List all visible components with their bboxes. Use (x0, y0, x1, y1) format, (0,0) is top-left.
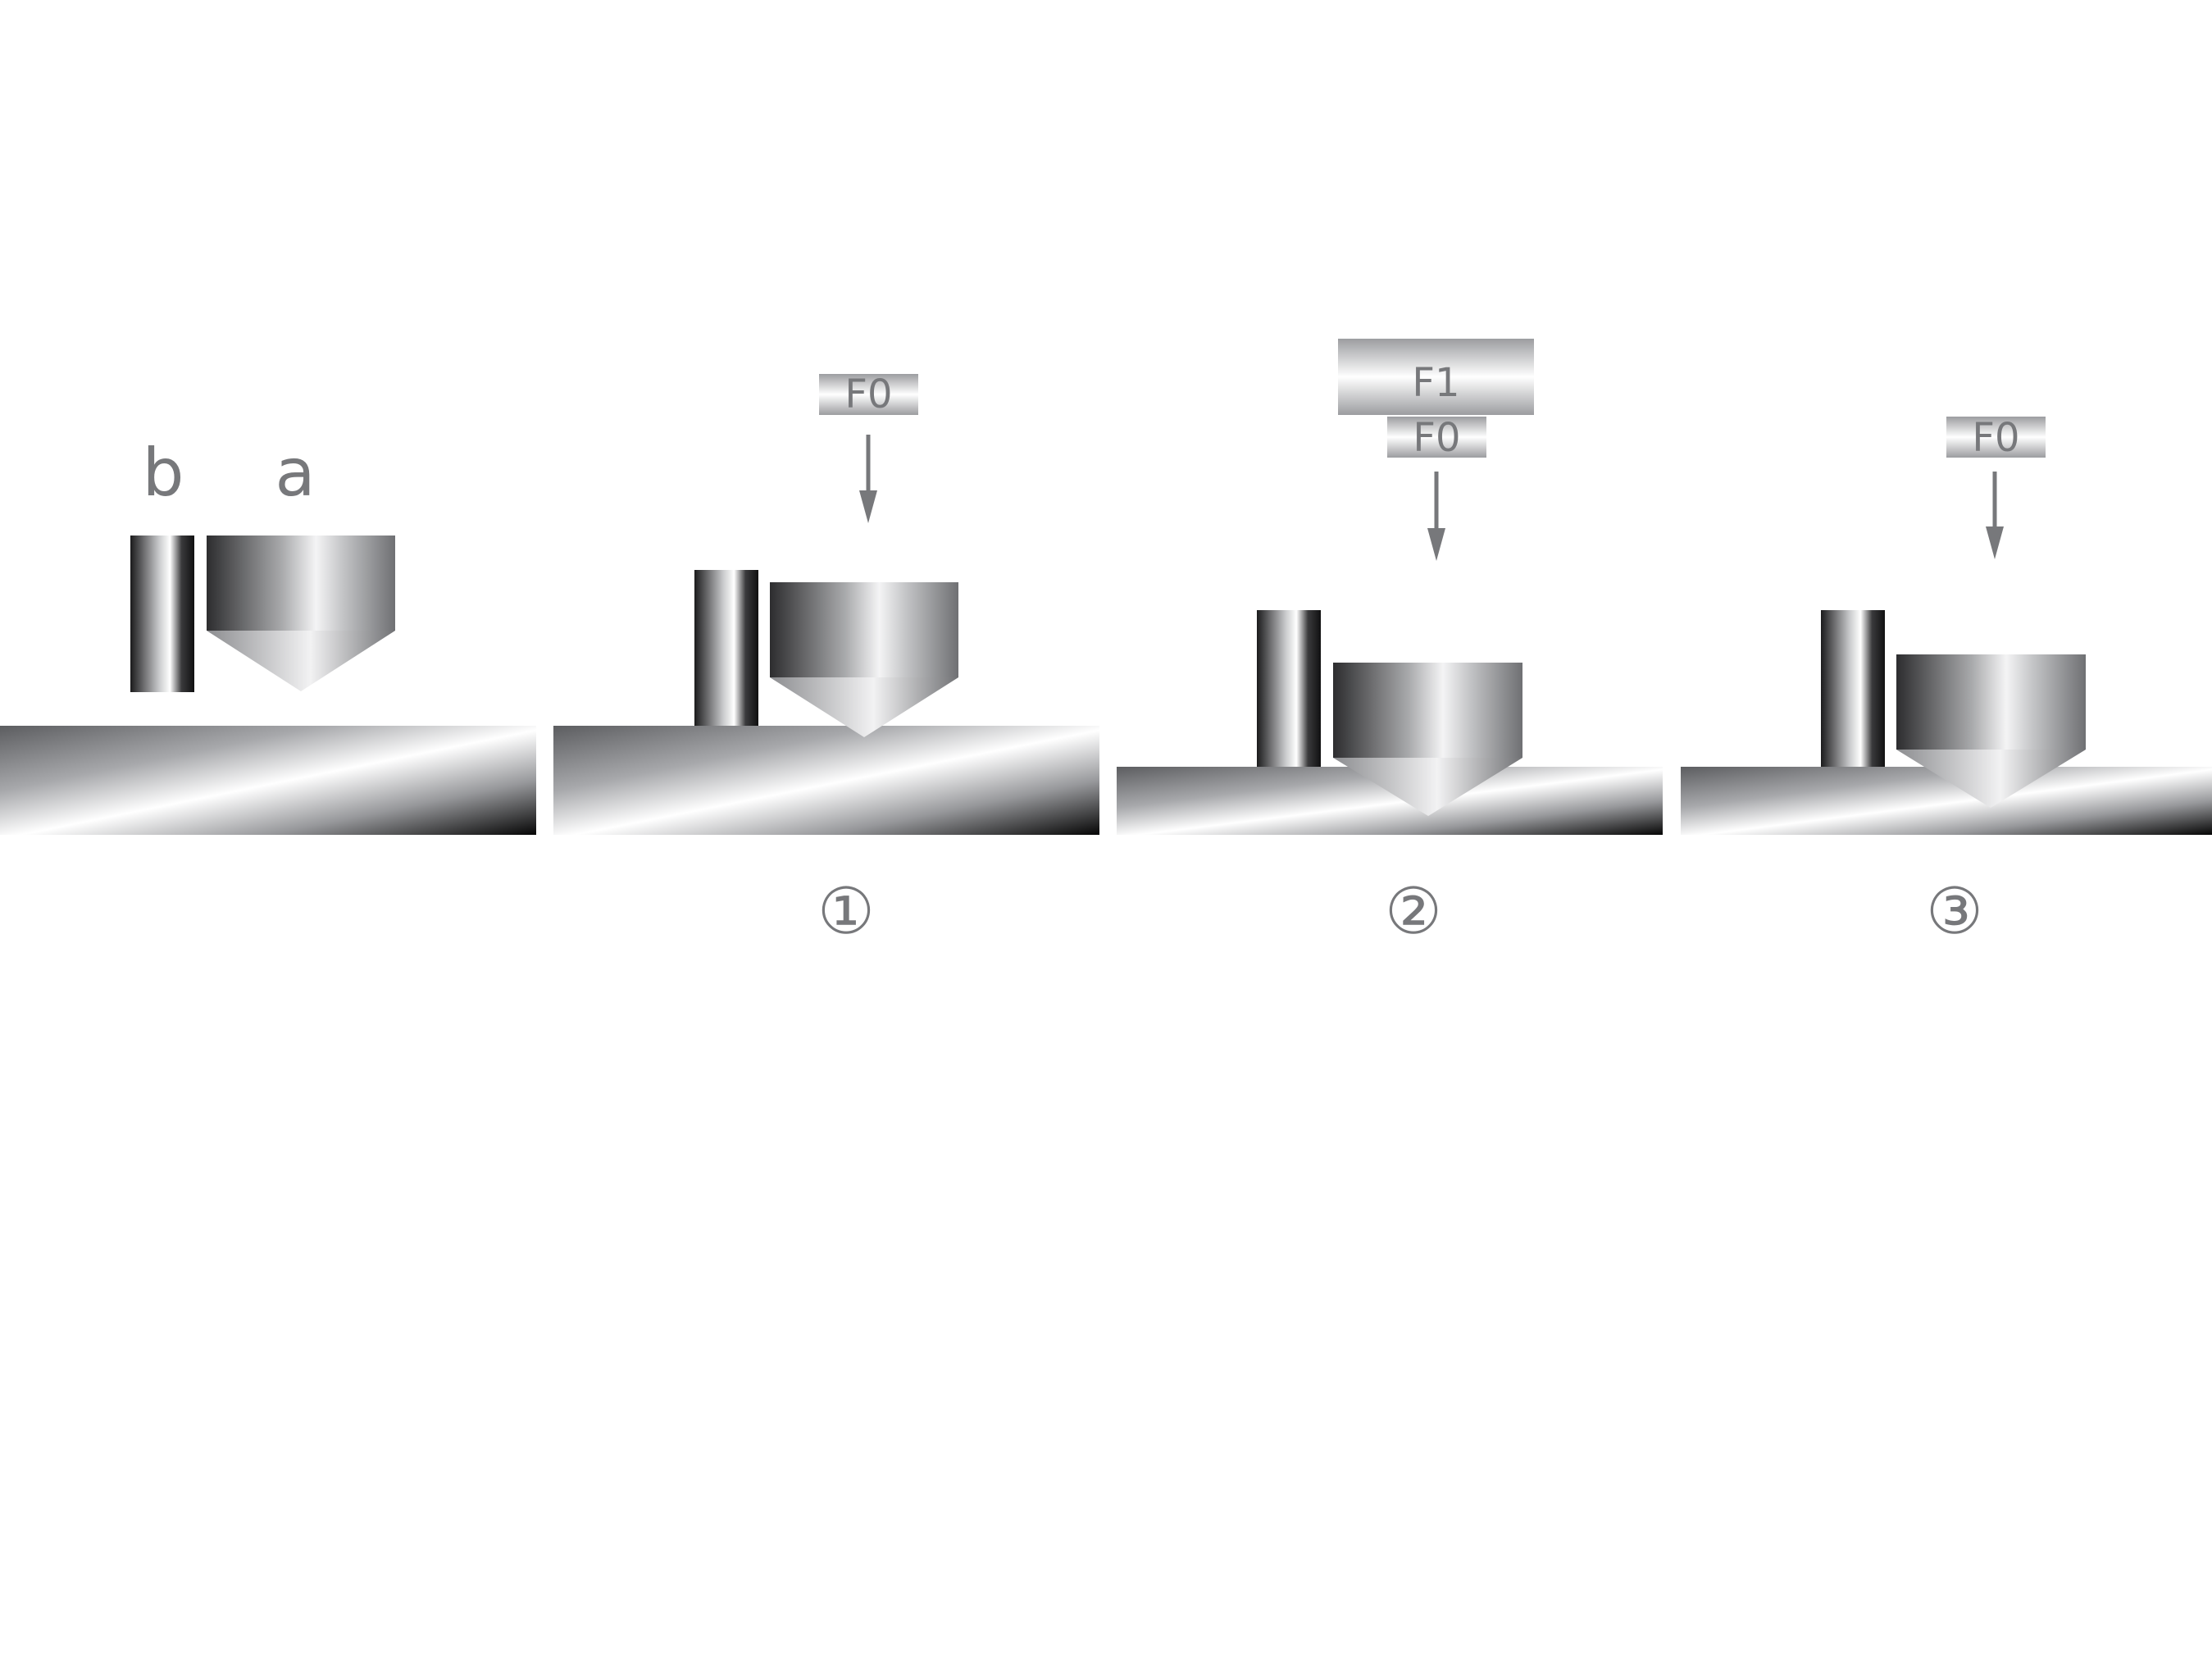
workpiece-plate (0, 726, 536, 835)
force-tag-f0: F0 (819, 371, 918, 417)
pin-b (130, 536, 194, 692)
step-label-3: ③ (1926, 875, 1983, 949)
tool-a (770, 582, 958, 737)
pin-b (1257, 610, 1321, 767)
panel-step-1: F0 ① (553, 371, 1099, 949)
tool-a (1896, 654, 2086, 808)
force-tag-f1: F1 (1338, 339, 1534, 415)
panel-step-3: F0 ③ (1681, 415, 2212, 949)
force-arrow-down (1427, 472, 1445, 561)
panel-step-2: F1 F0 ② (1117, 339, 1663, 949)
force-tag-f0: F0 (1946, 415, 2046, 461)
force-arrow-down (1986, 472, 2004, 559)
tool-a (207, 536, 395, 691)
label-a: a (275, 435, 315, 511)
svg-text:F0: F0 (844, 371, 892, 417)
label-b: b (143, 435, 184, 511)
tool-a (1333, 663, 1522, 816)
workpiece-plate (553, 726, 1099, 835)
force-tag-f0: F0 (1387, 415, 1486, 461)
step-label-2: ② (1385, 875, 1442, 949)
step-label-1: ① (817, 875, 875, 949)
svg-text:F0: F0 (1413, 415, 1460, 461)
panel-initial: b a (0, 435, 536, 835)
pin-b (694, 570, 758, 726)
pin-b (1821, 610, 1885, 767)
force-arrow-down (859, 435, 877, 523)
svg-text:F1: F1 (1412, 360, 1459, 406)
svg-text:F0: F0 (1972, 415, 2019, 461)
